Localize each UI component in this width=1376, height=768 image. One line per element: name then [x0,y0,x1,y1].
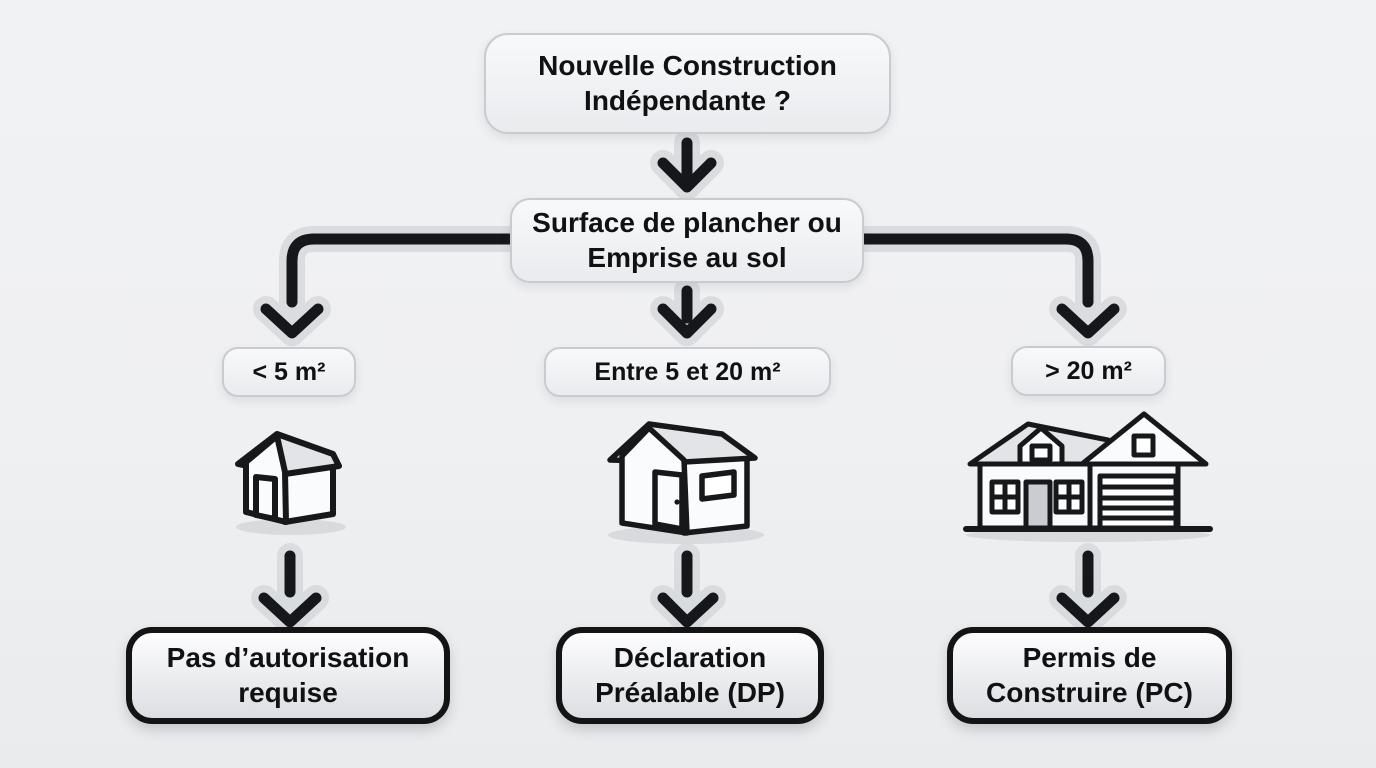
result-box-no-permit: Pas d’autorisation requise [126,627,450,724]
result-label: Permis de Construire (PC) [986,642,1193,708]
house-door [253,474,278,522]
elbow-arrow-right-icon [845,226,1127,346]
condition-box-over-20m2: > 20 m² [1011,346,1166,396]
gable-window [1131,433,1156,458]
medium-shed-house-icon [607,421,764,544]
condition-label: Entre 5 et 20 m² [594,357,781,386]
result-box-permis-construire: Permis de Construire (PC) [947,627,1232,724]
question-box: Nouvelle Construction Indépendante ? [484,33,891,134]
dormer-window [1029,443,1053,463]
result-label: Pas d’autorisation requise [166,642,410,708]
house-door [652,469,685,532]
door-knob [674,499,680,505]
question-label: Nouvelle Construction Indépendante ? [538,50,837,116]
result-box-declaration-prealable: Déclaration Préalable (DP) [556,627,824,724]
large-house-with-garage-icon [963,411,1213,542]
criteria-box: Surface de plancher ou Emprise au sol [510,198,864,283]
arrow-down-icon [650,543,726,635]
small-shed-house-icon [235,431,346,535]
condition-box-under-5m2: < 5 m² [222,347,356,397]
result-label: Déclaration Préalable (DP) [595,642,785,708]
condition-box-5-to-20m2: Entre 5 et 20 m² [544,347,831,397]
criteria-label: Surface de plancher ou Emprise au sol [532,207,842,273]
arrow-down-icon [650,278,724,346]
arrow-down-icon [251,543,329,635]
arrow-down-icon [650,130,724,200]
house-shadow [236,519,346,535]
condition-label: < 5 m² [252,357,326,386]
elbow-arrow-left-icon [253,226,529,346]
condition-label: > 20 m² [1045,356,1132,385]
house-window [699,469,737,502]
arrow-down-icon [1049,543,1127,635]
house-door [1023,479,1053,531]
